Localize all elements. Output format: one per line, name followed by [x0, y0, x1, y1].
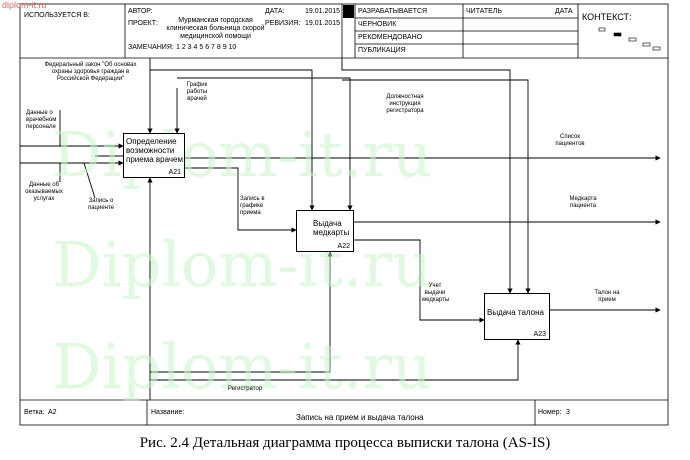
- label-federal-law: Федеральный закон "Об основах охраны здо…: [44, 62, 137, 82]
- activity-number-a22: A22: [337, 243, 350, 250]
- reader-date-label: ДАТА: [555, 8, 573, 15]
- activity-label-a23: Выдача талона: [487, 308, 544, 317]
- reader-label: ЧИТАТЕЛЬ: [466, 8, 502, 15]
- date-value: 19.01.2015: [305, 8, 341, 15]
- activity-label-a22: Выдача медкарты: [313, 219, 350, 237]
- corner-watermark: diplom-it.ru: [2, 0, 47, 10]
- label-schedule-record: Запись в графике приема: [240, 196, 265, 216]
- label-job-instruction: Должностная инструкция регистратора: [386, 94, 424, 114]
- label-ticket: Талон на прием: [594, 290, 620, 303]
- status-marker: [343, 5, 354, 18]
- number-label: Номер:: [538, 409, 562, 416]
- figure-caption: Рис. 2.4 Детальная диаграмма процесса вы…: [139, 435, 551, 451]
- arrow-issued-cards: [354, 239, 485, 323]
- node-value: A2: [48, 409, 57, 416]
- label-patient-list: Список пациентов: [555, 134, 585, 147]
- activity-label-a21: Определение возможности приема врачем: [126, 137, 183, 164]
- status-draft: ЧЕРНОВИК: [358, 21, 397, 28]
- label-schedule: График работы врачей: [186, 82, 208, 102]
- node-label: Ветка:: [24, 409, 45, 416]
- label-patient-record: Запись о пациенте: [87, 198, 115, 211]
- arrow-schedule-record: [185, 167, 297, 233]
- notes-numbers: 1 2 3 4 5 6 7 8 9 10: [176, 44, 237, 51]
- label-services-data: Данные об оказываемых услугах: [25, 182, 63, 202]
- project-value: Мурманская городская клиническая больниц…: [166, 17, 265, 40]
- label-registrar: Регистратор: [227, 386, 263, 392]
- status-recommended: РЕКОМЕНДОВАНО: [358, 34, 423, 41]
- date-label: ДАТА:: [265, 8, 285, 15]
- label-issued-cards: Учет выдачи медкарты: [422, 283, 450, 303]
- activity-box-a23[interactable]: Выдача талона A23: [484, 293, 550, 340]
- activity-box-a21[interactable]: Определение возможности приема врачем A2…: [123, 133, 185, 178]
- label-doctor-data: Данные о врачебном персонале: [26, 110, 57, 130]
- arrow-instruction-a23: [341, 58, 513, 294]
- activity-number-a23: A23: [533, 331, 546, 338]
- status-developing: РАЗРАБАТЫВАЕТСЯ: [358, 8, 428, 15]
- status-publication: ПУБЛИКАЦИЯ: [358, 47, 406, 54]
- author-label: АВТОР:: [128, 8, 153, 15]
- label-med-card: Медкарта пациента: [569, 196, 597, 209]
- activity-box-a22[interactable]: Выдача медкарты A22: [296, 210, 354, 252]
- context-label: КОНТЕКСТ:: [582, 12, 632, 22]
- project-label: ПРОЕКТ:: [128, 20, 158, 27]
- revision-label: РЕВИЗИЯ:: [265, 20, 301, 27]
- context-diagram: [598, 27, 661, 51]
- revision-value: 19.01.2015: [305, 20, 341, 27]
- activity-number-a21: A21: [168, 169, 181, 176]
- title-label: Название:: [151, 409, 185, 416]
- arrow-law-a22: [150, 69, 315, 211]
- used-in-label: ИСПОЛЬЗУЕТСЯ В:: [24, 12, 90, 19]
- notes-label: ЗАМЕЧАНИЯ:: [128, 44, 174, 51]
- number-value: 3: [566, 409, 570, 416]
- diagram-title: Запись на прием и выдача талона: [296, 413, 424, 422]
